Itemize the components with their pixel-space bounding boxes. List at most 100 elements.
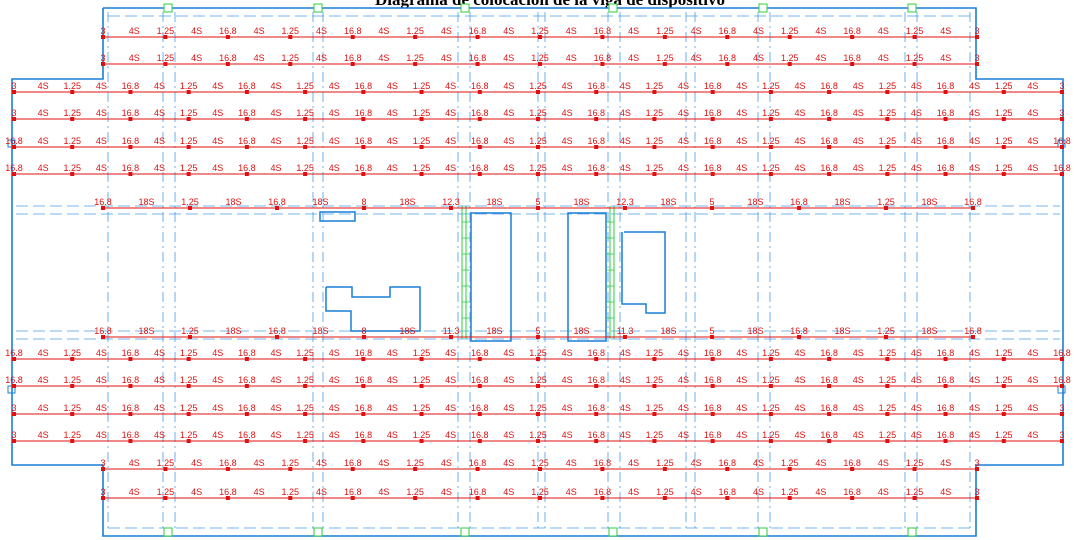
tendon-label: 16.8 <box>704 163 722 173</box>
anchor-marker <box>768 439 773 443</box>
tendon-label: 4S <box>378 26 389 36</box>
tendon-label: 18S <box>834 326 850 336</box>
tendon-label: 4S <box>445 348 456 358</box>
anchor-marker <box>536 206 540 210</box>
tendon-label: 4S <box>1027 108 1038 118</box>
anchor-marker <box>225 35 230 39</box>
tendon-label: 16.8 <box>587 403 605 413</box>
tendon-label: 4S <box>212 163 223 173</box>
anchor-marker <box>186 357 191 361</box>
tendon-label: 4S <box>969 136 980 146</box>
anchor-marker <box>652 145 657 149</box>
tendon-label: 1.25 <box>63 375 81 385</box>
anchor-marker <box>413 467 418 471</box>
tendon-label: 4S <box>503 163 514 173</box>
anchor-marker <box>710 117 715 121</box>
tendon-label: 4S <box>969 108 980 118</box>
tendon-label: 1.25 <box>762 163 780 173</box>
tendon-label: 1.25 <box>180 430 198 440</box>
anchor-marker <box>413 496 418 500</box>
anchor-marker <box>12 117 16 121</box>
tendon-label: 4S <box>562 163 573 173</box>
tendon-label: 16.8 <box>719 26 737 36</box>
anchor-marker <box>477 384 482 388</box>
column-marker <box>163 527 173 537</box>
anchor-marker <box>361 357 366 361</box>
tendon-label: 16.8 <box>344 26 362 36</box>
anchor-marker <box>1060 145 1064 149</box>
tendon-label: 1.25 <box>646 81 664 91</box>
tendon-label: 1.25 <box>995 348 1013 358</box>
anchor-marker <box>943 172 948 176</box>
anchor-marker <box>12 90 16 94</box>
tendon-label: 16.8 <box>790 326 808 336</box>
tendon-label: 4S <box>911 81 922 91</box>
tendon-label: 16.8 <box>469 26 487 36</box>
anchor-marker <box>361 172 366 176</box>
tendon-label: 4S <box>753 26 764 36</box>
tendon-label: 16.8 <box>219 458 237 468</box>
tendon-label: 1.25 <box>63 163 81 173</box>
anchor-marker <box>594 357 599 361</box>
anchor-marker <box>413 35 418 39</box>
tendon-label: 4S <box>96 430 107 440</box>
anchor-marker <box>419 357 424 361</box>
tendon-label: 16.8 <box>587 348 605 358</box>
tendon-label: 4S <box>911 348 922 358</box>
tendon-label: 4S <box>1027 348 1038 358</box>
tendon-label: 4S <box>154 375 165 385</box>
anchor-marker <box>652 357 657 361</box>
tendon-label: 18S <box>747 197 763 207</box>
tendon-label: 1.25 <box>413 375 431 385</box>
anchor-marker <box>536 117 540 121</box>
tendon-label: 1.25 <box>879 163 897 173</box>
tendon-label: 16.8 <box>268 197 286 207</box>
tendon-label: 16.8 <box>122 81 140 91</box>
tendon-label: 4S <box>441 487 452 497</box>
tendon-label: 11.3 <box>617 326 634 336</box>
tendon-label: 4S <box>96 136 107 146</box>
tendon-label: 1.25 <box>157 53 175 63</box>
anchor-marker <box>475 35 480 39</box>
tendon-label: 4S <box>445 375 456 385</box>
tendon-label: 4S <box>691 458 702 468</box>
tendon-label: 1.25 <box>762 430 780 440</box>
tendon-label: 1.25 <box>781 53 799 63</box>
tendon-label: 1.25 <box>296 375 314 385</box>
tendon-label: 1.25 <box>529 348 547 358</box>
anchor-marker <box>244 172 249 176</box>
tendon-label: 4S <box>753 487 764 497</box>
tendon-label: 4S <box>815 487 826 497</box>
tendon-label: 4S <box>270 163 281 173</box>
tendon-label: 18S <box>312 326 328 336</box>
anchor-marker <box>101 467 105 471</box>
anchor-marker <box>710 145 715 149</box>
anchor-marker <box>1060 412 1064 416</box>
tendon-label: 4S <box>794 430 805 440</box>
tendon-label: 1.25 <box>296 403 314 413</box>
tendon-label: 1.25 <box>995 163 1013 173</box>
tendon-label: 4S <box>329 81 340 91</box>
tendon-label: 4S <box>387 136 398 146</box>
tendon-label: 1.25 <box>180 136 198 146</box>
tendon-label: 16.8 <box>1053 348 1071 358</box>
anchor-marker <box>850 35 855 39</box>
anchor-marker <box>885 172 890 176</box>
tendon-label: 1.25 <box>180 403 198 413</box>
anchor-marker <box>827 384 832 388</box>
tendon-label: 4S <box>503 108 514 118</box>
column-marker <box>460 3 470 13</box>
tendon-label: 4S <box>969 163 980 173</box>
tendon-label: 4S <box>678 348 689 358</box>
tendon-label: 1.25 <box>406 26 424 36</box>
anchor-marker <box>350 62 355 66</box>
anchor-marker <box>827 439 832 443</box>
tendon-label: 16.8 <box>122 163 140 173</box>
tendon-label: 16.8 <box>587 163 605 173</box>
elevator-shaft <box>470 212 512 342</box>
tendon-label: 16.8 <box>5 163 23 173</box>
tendon-label: 18S <box>399 197 415 207</box>
